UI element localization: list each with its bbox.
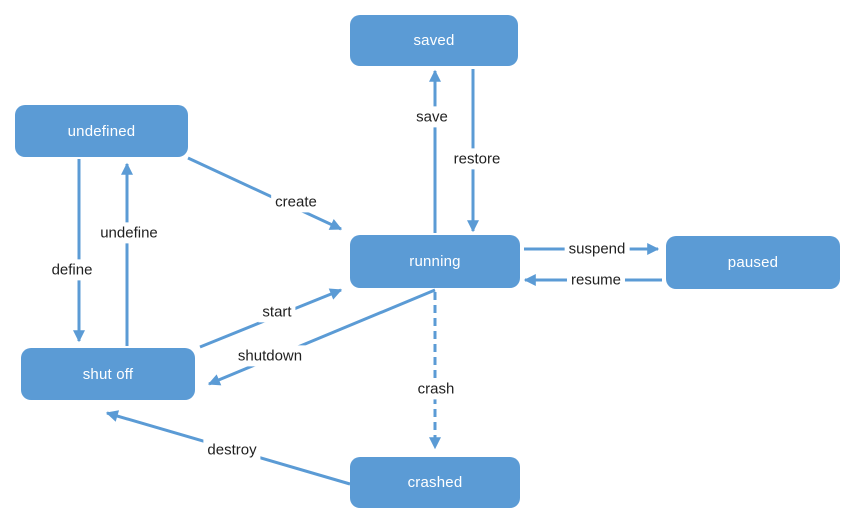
state-node-crashed: crashed bbox=[350, 457, 520, 508]
state-node-running: running bbox=[350, 235, 520, 288]
state-node-saved: saved bbox=[350, 15, 518, 66]
edge-label-define: define bbox=[47, 259, 97, 281]
state-label-shut-off: shut off bbox=[82, 365, 134, 383]
state-label-running: running bbox=[409, 253, 461, 270]
edge-label-suspend: suspend bbox=[564, 238, 630, 260]
state-node-paused: paused bbox=[666, 236, 840, 289]
state-label-crashed: crashed bbox=[407, 474, 463, 491]
edge-label-restore: restore bbox=[449, 148, 505, 170]
edge-label-destroy: destroy bbox=[203, 439, 261, 461]
edge-create-arrow bbox=[187, 156, 343, 231]
edge-label-crash: crash bbox=[413, 378, 459, 400]
state-label-saved: saved bbox=[413, 32, 455, 49]
state-label-paused: paused bbox=[727, 254, 779, 271]
edge-label-save: save bbox=[412, 106, 452, 128]
edge-label-shutdown: shutdown bbox=[233, 345, 307, 367]
edge-label-create: create bbox=[271, 191, 321, 213]
edge-label-undefine: undefine bbox=[96, 222, 162, 244]
edge-label-start: start bbox=[258, 301, 296, 323]
state-node-undefined: undefined bbox=[15, 105, 188, 157]
state-node-shut-off: shut off bbox=[21, 348, 195, 400]
state-label-undefined: undefined bbox=[67, 122, 136, 140]
edge-label-resume: resume bbox=[566, 269, 626, 291]
edge-shutdown-arrow bbox=[207, 288, 436, 386]
